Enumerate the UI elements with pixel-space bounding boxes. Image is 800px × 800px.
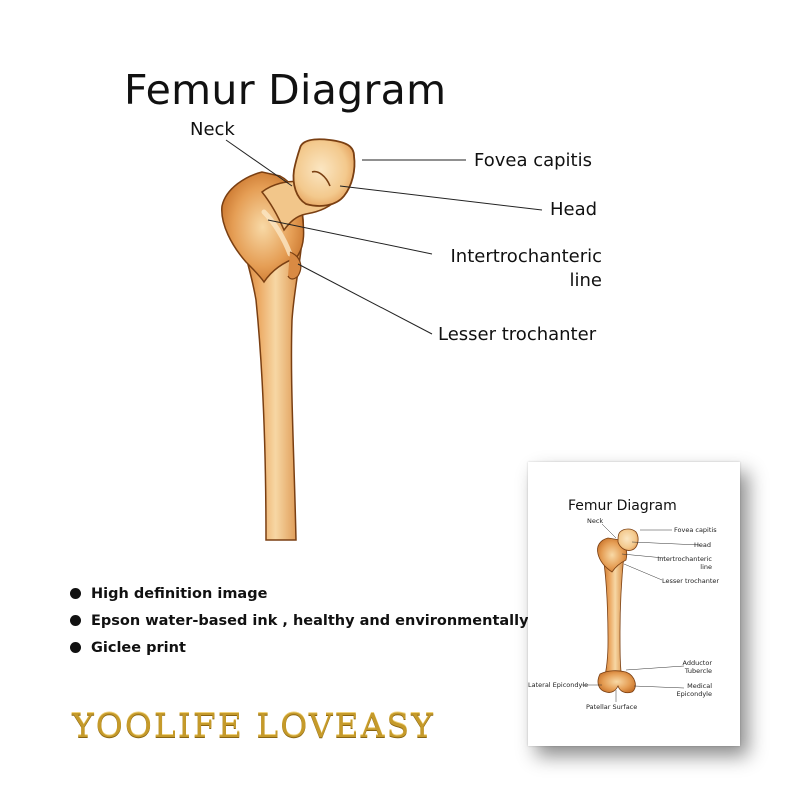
intertrochanteric-ridge — [261, 209, 293, 257]
feature-text: Epson water-based ink , healthy and envi… — [91, 612, 529, 629]
preview-label-fovea-capitis: Fovea capitis — [674, 526, 717, 534]
preview-label-adductor-2: Tubercle — [684, 667, 712, 675]
feature-item: High definition image — [70, 580, 529, 607]
preview-head-leader — [631, 541, 701, 546]
brand-logo: YOOLIFE LOVEASY — [72, 706, 435, 745]
preview-label-adductor-1: Adductor — [682, 659, 712, 667]
lesser-trochanter-leader — [297, 263, 433, 335]
lesser-trochanter — [287, 251, 302, 280]
preview-medial-leader — [633, 685, 685, 689]
preview-label-intertrochanteric-2: line — [700, 563, 712, 571]
label-head: Head — [550, 199, 598, 220]
preview-title: Femur Diagram — [568, 498, 677, 514]
feature-list: High definition image Epson water-based … — [70, 580, 529, 661]
feature-text: Giclee print — [91, 639, 186, 656]
poster-preview: Femur Diagram Neck Fovea capitis Head In… — [528, 462, 740, 746]
preview-greater-trochanter — [597, 537, 628, 573]
preview-femur-head — [617, 528, 639, 551]
label-intertrochanteric-line: Intertrochanteric line — [440, 245, 603, 293]
head-leader — [339, 185, 543, 211]
feature-item: Giclee print — [70, 634, 529, 661]
label-intertrochanteric-line-2: line — [569, 270, 602, 291]
bullet-icon — [70, 642, 81, 653]
preview-label-medial-1: Medical — [687, 682, 712, 690]
preview-label-intertrochanteric-1: Intertrochanteric — [657, 555, 712, 563]
preview-intertrochanteric-leader — [621, 553, 665, 559]
bullet-icon — [70, 615, 81, 626]
preview-adductor-leader — [625, 665, 685, 671]
preview-label-lateral-epicondyle: Lateral Epicondyle — [528, 681, 589, 689]
intertrochanteric-leader — [267, 219, 433, 255]
preview-label-patellar-surface: Patellar Surface — [586, 703, 638, 711]
preview-femur-illustration — [582, 523, 701, 702]
preview-label-medial-epicondyle: Medical Epicondyle — [668, 682, 713, 698]
preview-label-head: Head — [694, 541, 711, 549]
preview-condyles — [597, 670, 636, 694]
preview-neck-leader — [601, 523, 617, 539]
preview-label-neck: Neck — [587, 517, 604, 525]
label-fovea-capitis: Fovea capitis — [474, 150, 592, 171]
neck-leader — [225, 139, 293, 187]
feature-text: High definition image — [91, 585, 268, 602]
preview-lesser-leader — [623, 563, 663, 581]
fovea-mark — [311, 170, 331, 187]
label-lesser-trochanter: Lesser trochanter — [438, 324, 597, 345]
preview-label-lesser-trochanter: Lesser trochanter — [662, 577, 720, 585]
preview-label-medial-2: Epicondyle — [676, 690, 713, 698]
feature-item: Epson water-based ink , healthy and envi… — [70, 607, 529, 634]
preview-label-adductor-tubercle: Adductor Tubercle — [668, 659, 712, 675]
preview-label-intertrochanteric: Intertrochanteric line — [652, 555, 712, 571]
bullet-icon — [70, 588, 81, 599]
femur-head — [292, 138, 356, 207]
diagram-title: Femur Diagram — [124, 66, 447, 114]
label-intertrochanteric-line-1: Intertrochanteric — [450, 246, 603, 267]
label-neck: Neck — [190, 119, 235, 140]
